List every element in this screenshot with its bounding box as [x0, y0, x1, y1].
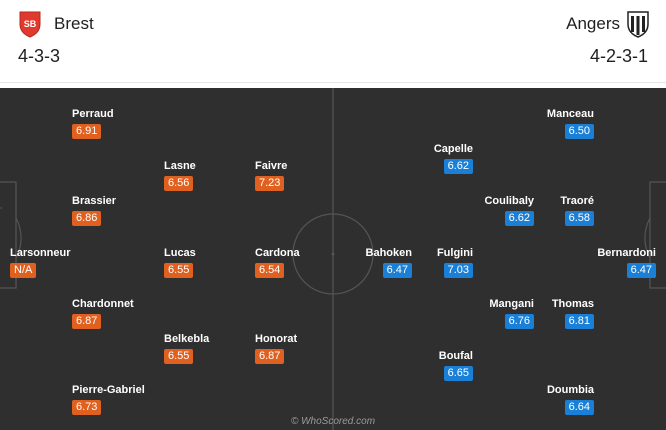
away-player-manceau[interactable]: Manceau 6.50 — [494, 108, 594, 139]
player-rating: 6.47 — [382, 263, 412, 278]
away-player-thomas[interactable]: Thomas 6.81 — [494, 298, 594, 329]
player-name: Perraud — [72, 108, 114, 120]
player-rating: 6.65 — [443, 366, 473, 381]
player-name: Belkebla — [164, 333, 210, 345]
watermark: © WhoScored.com — [290, 416, 376, 427]
away-player-fulgini[interactable]: Fulgini 7.03 — [373, 247, 473, 278]
player-rating: 6.76 — [504, 314, 534, 329]
player-name: Faivre — [255, 160, 288, 172]
player-name: Brassier — [72, 195, 117, 207]
player-rating: 6.81 — [564, 314, 594, 329]
player-name: Lucas — [164, 247, 196, 259]
player-rating: 6.73 — [72, 400, 102, 415]
player-name: Doumbia — [546, 384, 594, 396]
home-player-cardona[interactable]: Cardona 6.54 — [255, 247, 355, 278]
away-player-doumbia[interactable]: Doumbia 6.64 — [494, 384, 594, 415]
away-player-bahoken[interactable]: Bahoken 6.47 — [312, 247, 412, 278]
player-name: Cardona — [255, 247, 300, 259]
player-rating: 6.56 — [164, 176, 194, 191]
angers-crest-icon — [627, 11, 649, 38]
home-player-perraud[interactable]: Perraud 6.91 — [72, 108, 172, 139]
home-player-faivre[interactable]: Faivre 7.23 — [255, 160, 355, 191]
player-rating: 6.50 — [564, 124, 594, 139]
player-rating: 6.55 — [164, 263, 194, 278]
away-player-mangani[interactable]: Mangani 6.76 — [434, 298, 534, 329]
player-rating: 6.86 — [72, 211, 102, 226]
home-formation: 4-3-3 — [18, 46, 61, 66]
brest-crest-icon: SB — [19, 11, 41, 38]
player-name: Manceau — [546, 108, 594, 120]
pitch: Perraud 6.91 Lasne 6.56 Faivre 7.23 Bras… — [0, 88, 666, 430]
home-player-honorat[interactable]: Honorat 6.87 — [255, 333, 355, 364]
away-player-capelle[interactable]: Capelle 6.62 — [373, 143, 473, 174]
player-rating: 7.23 — [255, 176, 285, 191]
player-rating: N/A — [10, 263, 37, 278]
player-rating: 6.54 — [255, 263, 285, 278]
home-player-brassier[interactable]: Brassier 6.86 — [72, 195, 172, 226]
away-formation: 4-2-3-1 — [589, 46, 648, 66]
player-rating: 6.62 — [443, 159, 473, 174]
away-player-bernardoni[interactable]: Bernardoni 6.47 — [556, 247, 656, 278]
player-name: Lasne — [164, 160, 196, 172]
away-team-name: Angers — [566, 14, 620, 33]
home-player-lasne[interactable]: Lasne 6.56 — [164, 160, 264, 191]
player-name: Capelle — [433, 143, 473, 155]
player-rating: 6.62 — [504, 211, 534, 226]
away-player-traore[interactable]: Traoré 6.58 — [494, 195, 594, 226]
player-name: Fulgini — [436, 247, 473, 259]
player-name: Bahoken — [365, 247, 412, 259]
player-rating: 6.47 — [626, 263, 656, 278]
player-name: Boufal — [438, 350, 473, 362]
away-player-coulibaly[interactable]: Coulibaly 6.62 — [434, 195, 534, 226]
match-header: SB Brest 4-3-3 Angers 4-2-3-1 — [0, 0, 666, 83]
home-player-pierre-gabriel[interactable]: Pierre-Gabriel 6.73 — [72, 384, 172, 415]
player-name: Coulibaly — [484, 195, 534, 207]
player-rating: 6.58 — [564, 211, 594, 226]
player-name: Mangani — [489, 298, 534, 310]
player-name: Larsonneur — [10, 247, 71, 259]
player-rating: 6.87 — [72, 314, 102, 329]
player-rating: 6.91 — [72, 124, 102, 139]
player-name: Bernardoni — [597, 247, 656, 259]
player-rating: 6.55 — [164, 349, 194, 364]
home-player-chardonnet[interactable]: Chardonnet 6.87 — [72, 298, 172, 329]
player-name: Thomas — [551, 298, 594, 310]
away-player-boufal[interactable]: Boufal 6.65 — [373, 350, 473, 381]
pitch-markings — [0, 88, 666, 430]
home-player-larsonneur[interactable]: Larsonneur N/A — [10, 247, 110, 278]
home-player-belkebla[interactable]: Belkebla 6.55 — [164, 333, 264, 364]
player-name: Traoré — [560, 195, 594, 207]
player-name: Honorat — [255, 333, 298, 345]
home-player-lucas[interactable]: Lucas 6.55 — [164, 247, 264, 278]
player-rating: 6.64 — [564, 400, 594, 415]
brest-crest-text: SB — [24, 19, 37, 29]
home-team-name: Brest — [54, 14, 94, 33]
player-name: Chardonnet — [72, 298, 134, 310]
player-rating: 6.87 — [255, 349, 285, 364]
player-name: Pierre-Gabriel — [72, 384, 145, 396]
player-rating: 7.03 — [443, 263, 473, 278]
